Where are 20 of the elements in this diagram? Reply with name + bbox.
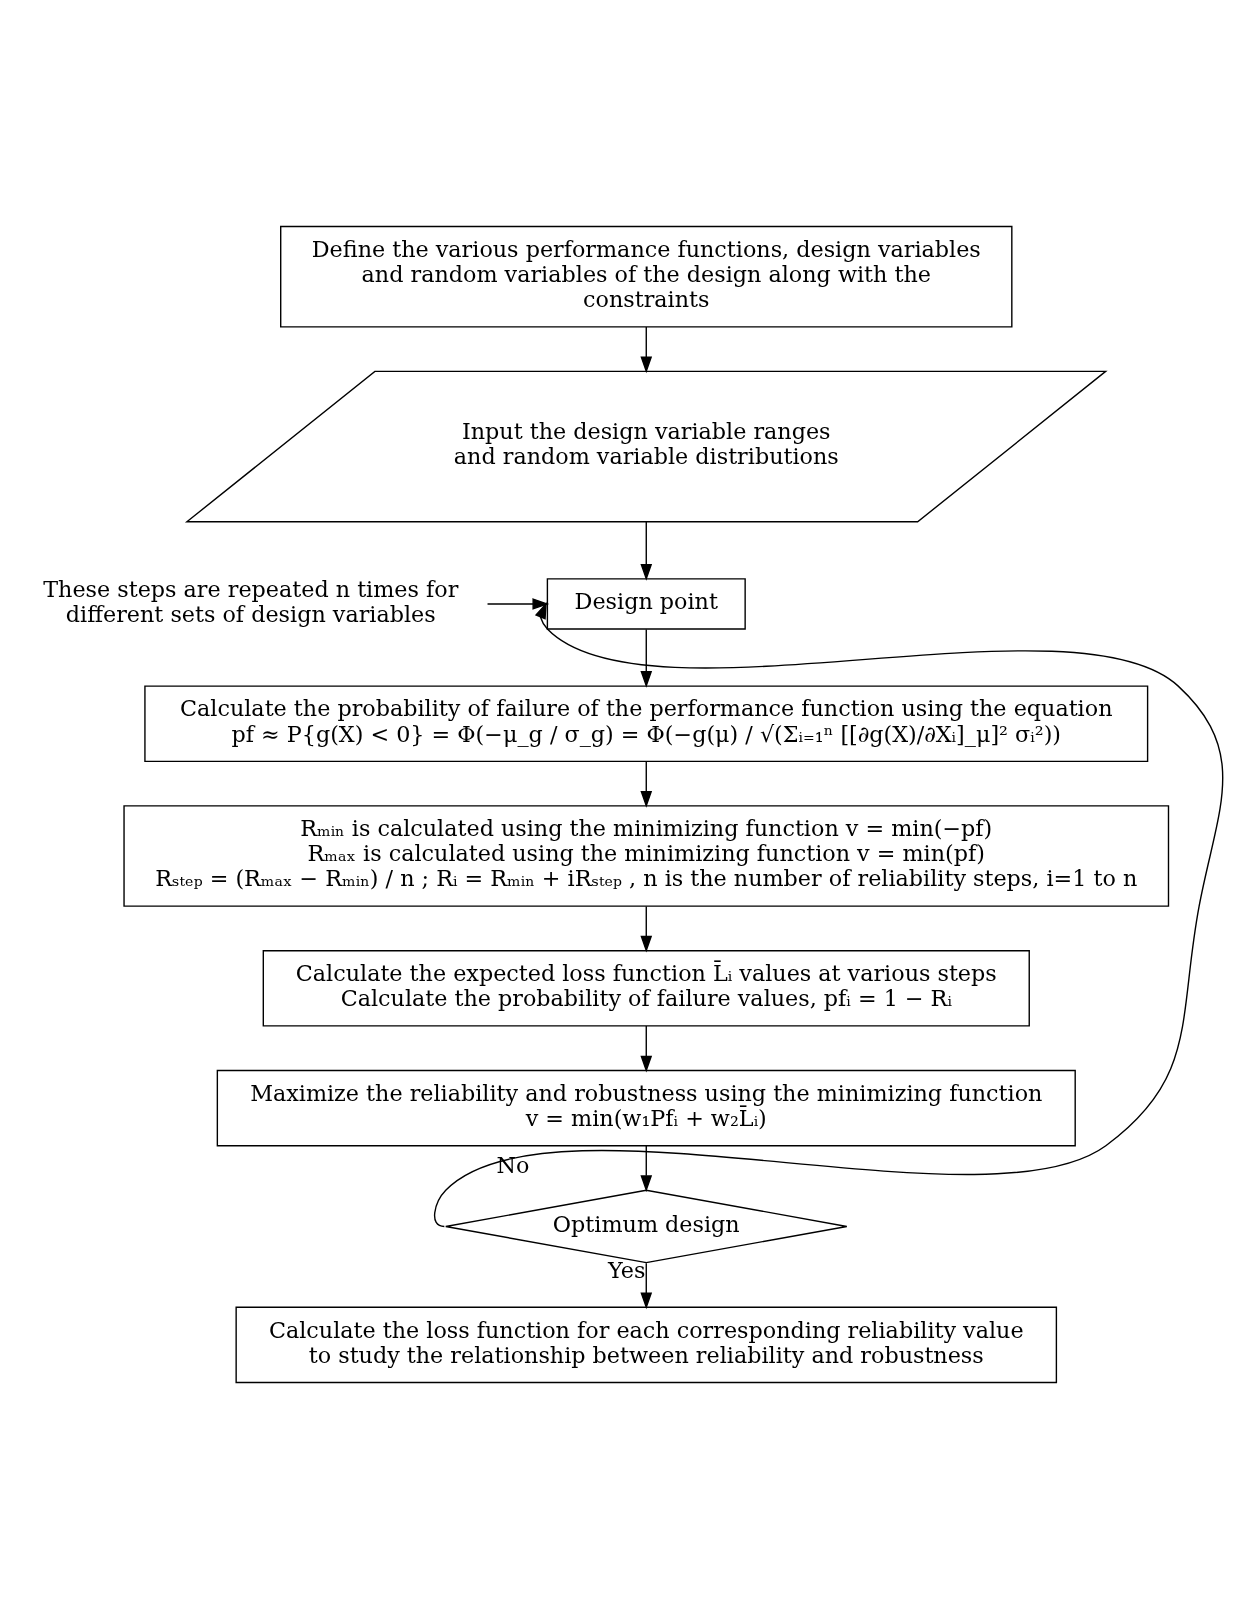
node-text: These steps are repeated n times for different sets of design variables xyxy=(43,575,459,627)
arrow xyxy=(640,1261,653,1309)
node-box: Calculate the expected loss function L̄ᵢ values at various steps Calculate the probability of failure values, pfᵢ = 1 − Rᵢ xyxy=(262,949,1030,1027)
arrow xyxy=(640,1024,653,1072)
node-box: Maximize the reliability and robustness using the minimizing function v = min(w₁Pfᵢ + w₂L̄ᵢ) xyxy=(216,1069,1076,1146)
arrow xyxy=(433,601,1224,1227)
arrow xyxy=(640,520,653,581)
arrow xyxy=(640,1144,653,1192)
edge-label: No xyxy=(496,1151,530,1178)
node-diamond: Optimum design xyxy=(445,1189,848,1263)
arrow xyxy=(640,628,653,688)
node-box: Rₘᵢₙ is calculated using the minimizing function v = min(−pf) Rₘₐₓ is calculated using the minimizing function v = min(pf) Rₛₜₑₚ = (Rₘₐₓ − Rₘᵢₙ) / n ; Rᵢ = Rₘᵢₙ + iRₛₜₑₚ , n is the number of reliability steps, i=1 to n xyxy=(123,804,1170,907)
arrow xyxy=(640,905,653,953)
node-box: Design point xyxy=(546,577,746,630)
node-box: Define the various performance functions, design variables and random variables of the design along with the constraints xyxy=(280,225,1013,328)
node-box: Calculate the loss function for each corresponding reliability value to study the relationship between reliability and robustness xyxy=(235,1306,1058,1383)
node-box: Calculate the probability of failure of the performance function using the equation pf ≈ P{g(X) < 0} = Φ(−μ_g / σ_g) = Φ(−g(μ) / √(Σᵢ₌₁ⁿ [[∂g(X)/∂Xᵢ]_μ]² σᵢ²)) xyxy=(144,684,1149,762)
arrow xyxy=(486,597,550,610)
arrow xyxy=(640,325,653,373)
arrow xyxy=(640,760,653,808)
